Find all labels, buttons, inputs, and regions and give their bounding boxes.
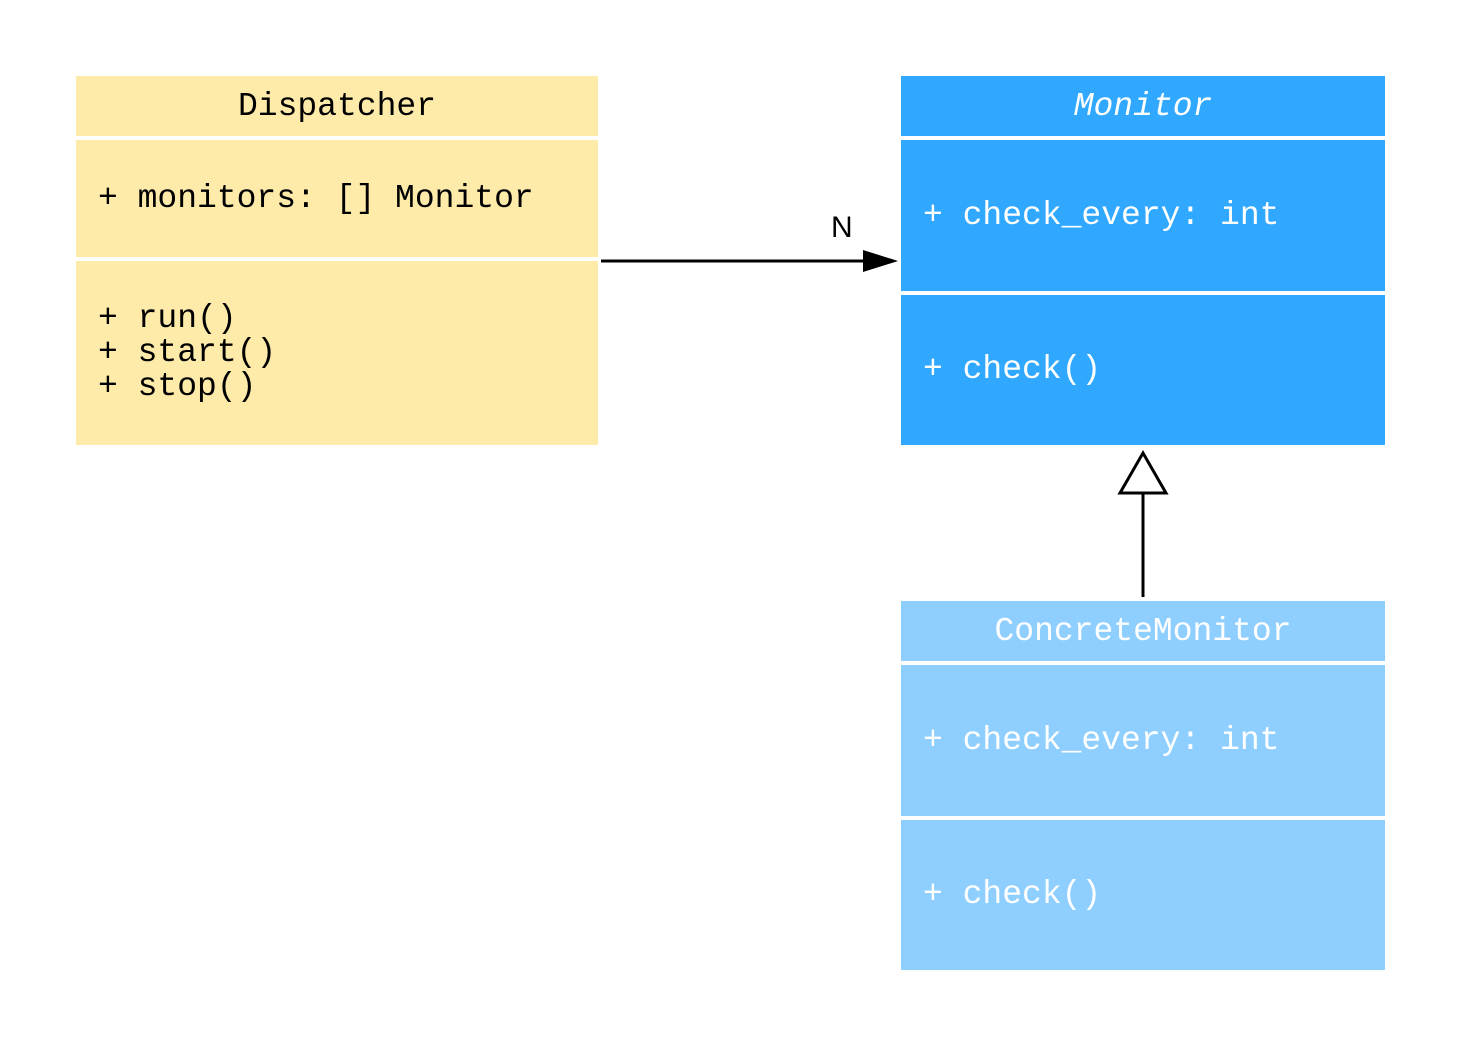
method: + check()	[923, 351, 1102, 388]
concrete-monitor-attributes: + check_every: int	[901, 665, 1385, 816]
class-name: Dispatcher	[237, 87, 437, 125]
attribute: + check_every: int	[923, 196, 1280, 234]
multiplicity-label: N	[831, 211, 853, 244]
class-name: Monitor	[1073, 87, 1213, 125]
attribute: + check_every: int	[923, 721, 1280, 759]
monitor-attributes: + check_every: int	[901, 140, 1385, 291]
inheritance-triangle	[1117, 449, 1169, 495]
monitor-methods: + check()	[901, 295, 1385, 445]
concrete-monitor-header: ConcreteMonitor	[901, 601, 1385, 661]
method: + check()	[923, 876, 1102, 913]
dispatcher-header: Dispatcher	[76, 76, 598, 136]
monitor-header: Monitor	[901, 76, 1385, 136]
class-name: ConcreteMonitor	[994, 612, 1292, 650]
method: + start()	[98, 334, 277, 371]
attribute: + monitors: [] Monitor	[98, 179, 534, 217]
dispatcher-methods: + run() + start() + stop()	[76, 261, 598, 445]
association-arrowhead	[863, 250, 898, 272]
method: + run()	[98, 300, 237, 337]
concrete-monitor-methods: + check()	[901, 820, 1385, 970]
dispatcher-attributes: + monitors: [] Monitor	[76, 140, 598, 257]
method: + stop()	[98, 368, 257, 405]
